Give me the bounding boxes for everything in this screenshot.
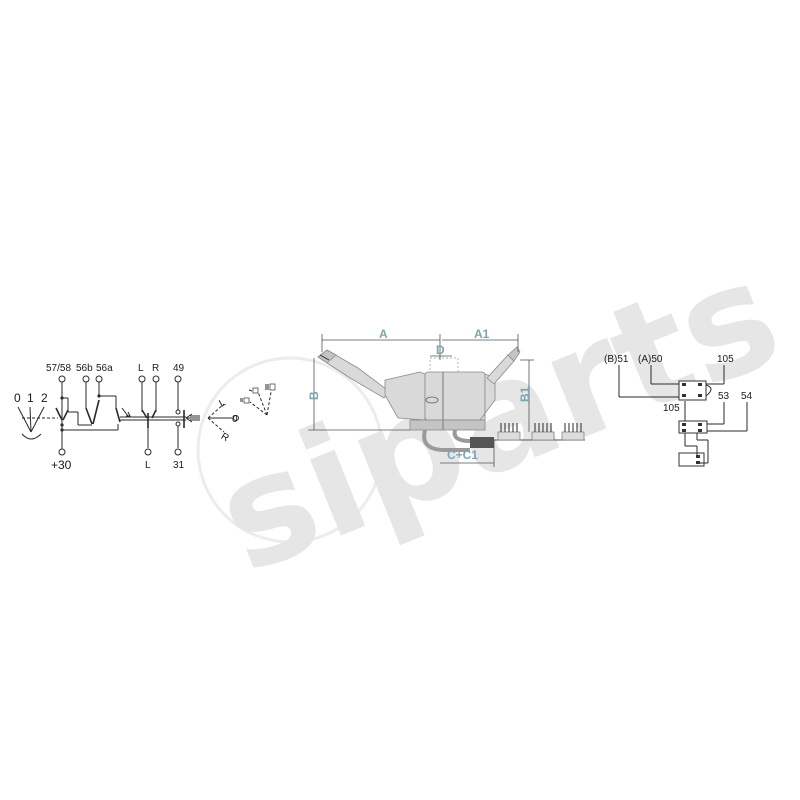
dim-label-c-c1: C+C1 bbox=[447, 448, 478, 462]
terminal-57-58-label: 57/58 bbox=[46, 363, 71, 374]
connector-block-2 bbox=[531, 423, 555, 441]
terminal-49 bbox=[174, 375, 182, 383]
dim-label-d: D bbox=[436, 343, 445, 357]
wire-label-105-top: 105 bbox=[717, 354, 734, 365]
flash-icon bbox=[240, 397, 250, 404]
terminal-L-bottom bbox=[144, 448, 152, 456]
cable-connector bbox=[470, 437, 494, 448]
lamp-block bbox=[678, 452, 705, 467]
position-label-2: 2 bbox=[41, 391, 48, 405]
terminal-R bbox=[152, 375, 160, 383]
turn-right-label: R bbox=[219, 431, 231, 444]
wire-label-105-left: 105 bbox=[663, 403, 680, 414]
switch-schematic: 0 1 2 57/58 56b 56a L R 49 bbox=[14, 363, 200, 472]
left-stalk bbox=[317, 349, 391, 399]
connector-block-3 bbox=[561, 423, 585, 441]
terminal-L-bottom-label: L bbox=[145, 460, 151, 471]
wire-label-54: 54 bbox=[741, 391, 753, 402]
wire-label-b51: (B)51 bbox=[604, 354, 629, 365]
position-label-0: 0 bbox=[14, 391, 21, 405]
lever-positions: 0 L R bbox=[207, 383, 276, 444]
terminal-57-58 bbox=[58, 375, 66, 383]
dim-label-a: A bbox=[379, 327, 388, 341]
wiring-diagram: (B)51 (A)50 105 105 53 54 bbox=[604, 354, 753, 467]
connector-block-1 bbox=[497, 423, 521, 441]
terminal-plus30-label: +30 bbox=[51, 458, 72, 472]
terminal-31 bbox=[174, 448, 182, 456]
low-beam-icon bbox=[248, 387, 259, 394]
watermark: siparts bbox=[195, 227, 800, 607]
wire-label-53: 53 bbox=[718, 391, 730, 402]
high-beam-icon bbox=[265, 383, 276, 391]
wire-label-a50: (A)50 bbox=[638, 354, 663, 365]
terminal-31-label: 31 bbox=[173, 460, 185, 471]
terminal-L-top-label: L bbox=[138, 363, 144, 374]
right-stalk bbox=[486, 346, 521, 385]
dim-label-b1: B1 bbox=[518, 386, 532, 402]
terminal-56a-label: 56a bbox=[96, 363, 113, 374]
terminal-56b bbox=[82, 375, 90, 383]
dimension-drawing: A A1 D B B1 C+C1 bbox=[307, 327, 585, 467]
dim-label-b: B bbox=[307, 391, 321, 400]
terminal-plus30 bbox=[58, 448, 66, 456]
rotary-arc-icon bbox=[21, 433, 42, 440]
terminal-56b-label: 56b bbox=[76, 363, 93, 374]
terminal-49-label: 49 bbox=[173, 363, 185, 374]
turn-left-label: L bbox=[217, 397, 228, 410]
terminal-56a bbox=[95, 375, 103, 383]
turn-center-label: 0 bbox=[232, 414, 238, 425]
position-label-1: 1 bbox=[27, 391, 34, 405]
watermark-text: siparts bbox=[195, 227, 800, 607]
dim-label-a1: A1 bbox=[474, 327, 490, 341]
terminal-L-top bbox=[138, 375, 146, 383]
terminal-R-label: R bbox=[152, 363, 159, 374]
